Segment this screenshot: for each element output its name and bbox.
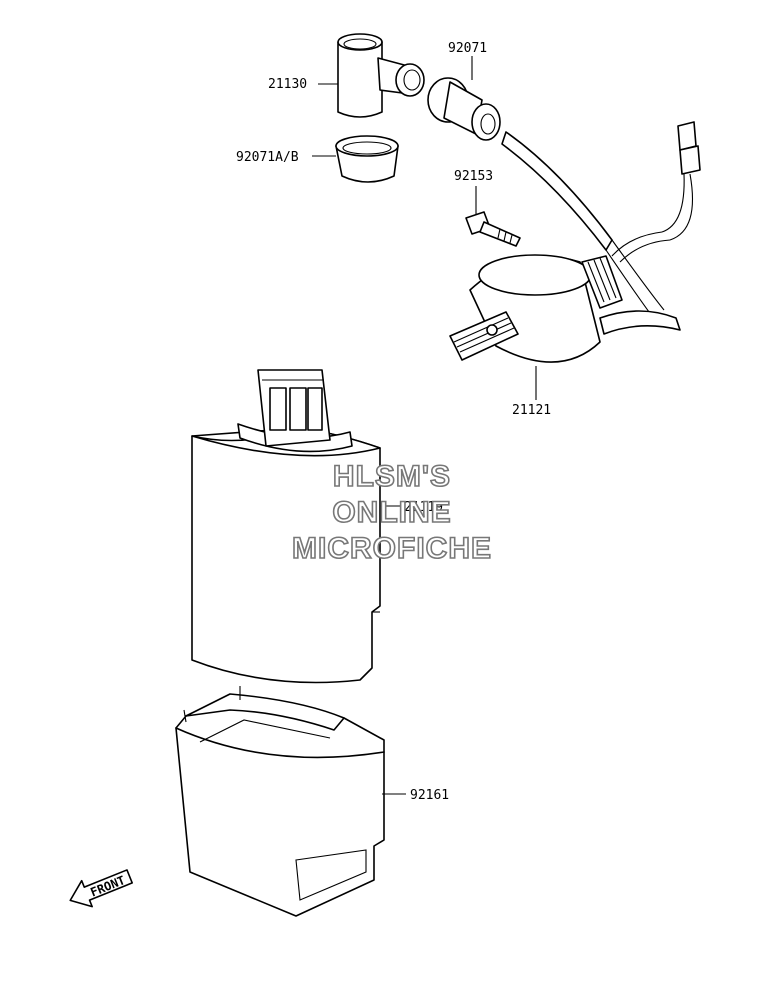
label-92071ab: 92071A/B: [236, 150, 299, 165]
cdi-holder[interactable]: [175, 686, 385, 917]
watermark-line-1: HLSM'S: [333, 460, 451, 493]
bolt[interactable]: [465, 211, 521, 247]
leader-lines: [312, 56, 537, 795]
cdi-unit[interactable]: [191, 369, 381, 684]
label-92153: 92153: [454, 169, 493, 184]
watermark: HLSM'S ONLINE MICROFICHE: [291, 459, 492, 566]
label-21130: 21130: [268, 77, 307, 92]
wire-connector[interactable]: [611, 121, 701, 263]
label-21121: 21121: [512, 403, 551, 418]
front-arrow: FRONT: [69, 869, 134, 908]
grommet[interactable]: [427, 77, 501, 141]
watermark-line-2: ONLINE: [332, 496, 451, 529]
cap-seal[interactable]: [335, 135, 399, 183]
watermark-line-3: MICROFICHE: [292, 532, 492, 565]
spark-plug-cap[interactable]: [337, 33, 425, 118]
label-92071: 92071: [448, 41, 487, 56]
front-arrow-icon: [69, 869, 134, 908]
ignition-coil[interactable]: [449, 254, 681, 363]
label-21119: 21119: [404, 500, 443, 515]
label-92161: 92161: [410, 788, 449, 803]
